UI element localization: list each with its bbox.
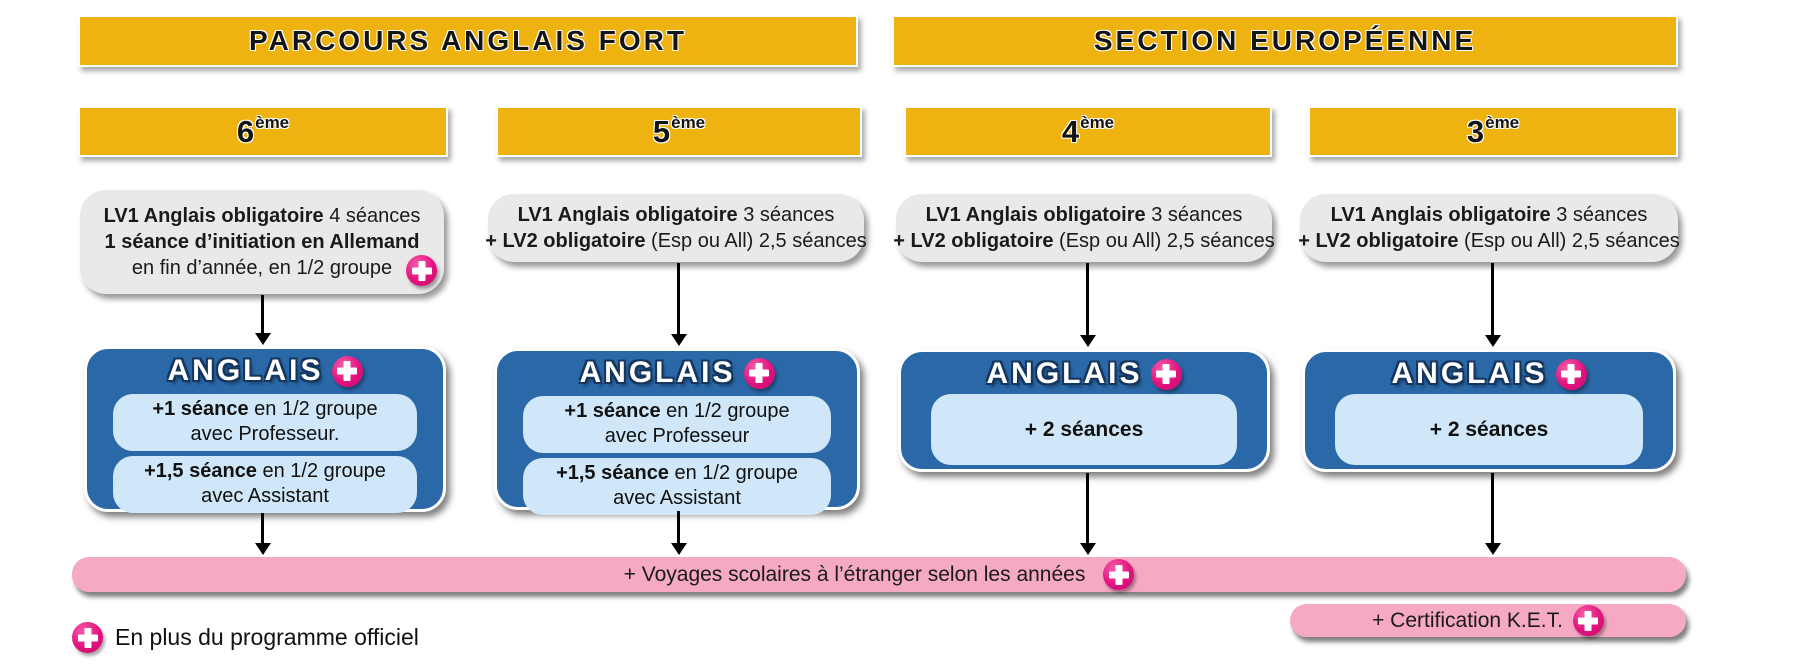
grade-header-3eme: 3ème xyxy=(1308,106,1678,157)
plus-icon xyxy=(1103,559,1135,590)
info-box-6eme: LV1 Anglais obligatoire 4 séances 1 séan… xyxy=(80,190,444,294)
anglais-box-6eme: ANGLAIS +1 séance en 1/2 groupe avec Pro… xyxy=(84,346,446,513)
grade-header-6eme: 6ème xyxy=(78,106,448,157)
info-line: LV1 Anglais obligatoire 4 séances xyxy=(103,205,421,227)
down-arrow xyxy=(1086,263,1089,336)
seance-item: +1,5 séance en 1/2 groupe avec Assistant xyxy=(113,456,417,513)
info-box-3eme: LV1 Anglais obligatoire 3 séances + LV2 … xyxy=(1298,194,1680,262)
down-arrow xyxy=(677,263,680,335)
anglais-title: ANGLAIS xyxy=(901,356,1267,392)
plus-icon xyxy=(743,357,775,389)
info-line: LV1 Anglais obligatoire 3 séances xyxy=(517,204,835,226)
info-box-4eme: LV1 Anglais obligatoire 3 séances + LV2 … xyxy=(893,194,1275,262)
seance-item: + 2 séances xyxy=(1335,394,1643,465)
grade-header-5eme: 5ème xyxy=(496,106,862,157)
anglais-box-4eme: ANGLAIS + 2 séances xyxy=(898,349,1270,472)
anglais-box-5eme: ANGLAIS +1 séance en 1/2 groupe avec Pro… xyxy=(494,348,860,515)
seance-item: +1 séance en 1/2 groupe avec Professeur. xyxy=(113,394,417,451)
info-line: LV1 Anglais obligatoire 3 séances xyxy=(1330,204,1648,226)
ket-bar-label: + Certification K.E.T. xyxy=(1372,608,1563,632)
down-arrow xyxy=(261,513,264,544)
section-header-section-europeenne: SECTION EUROPÉENNE xyxy=(892,15,1678,67)
down-arrow xyxy=(1491,473,1494,544)
info-line: + LV2 obligatoire (Esp ou All) 2,5 séanc… xyxy=(485,230,867,252)
plus-icon xyxy=(72,622,103,653)
anglais-title: ANGLAIS xyxy=(87,353,443,389)
ket-bar: + Certification K.E.T. xyxy=(1290,604,1686,637)
info-line: + LV2 obligatoire (Esp ou All) 2,5 séanc… xyxy=(893,230,1275,252)
seance-item: +1,5 séance en 1/2 groupe avec Assistant xyxy=(523,458,831,515)
grade-header-4eme: 4ème xyxy=(904,106,1272,157)
seance-item: + 2 séances xyxy=(931,394,1237,465)
down-arrow xyxy=(677,511,680,544)
info-box-5eme: LV1 Anglais obligatoire 3 séances + LV2 … xyxy=(485,194,867,262)
legend: En plus du programme officiel xyxy=(72,622,419,653)
section-header-label: SECTION EUROPÉENNE xyxy=(1093,25,1477,56)
grade-label: 3ème xyxy=(1466,113,1520,149)
info-line: en fin d’année, en 1/2 groupe xyxy=(131,257,393,279)
grade-label: 6ème xyxy=(236,113,290,149)
seance-item: +1 séance en 1/2 groupe avec Professeur xyxy=(523,396,831,453)
plus-icon xyxy=(1572,605,1604,636)
down-arrow xyxy=(1086,473,1089,544)
info-line: + LV2 obligatoire (Esp ou All) 2,5 séanc… xyxy=(1298,230,1680,252)
info-line: 1 séance d’initiation en Allemand xyxy=(104,231,420,253)
plus-icon xyxy=(1150,358,1182,390)
plus-icon xyxy=(1555,358,1587,390)
down-arrow xyxy=(1491,263,1494,336)
info-line: LV1 Anglais obligatoire 3 séances xyxy=(925,204,1243,226)
down-arrow xyxy=(261,295,264,334)
anglais-title: ANGLAIS xyxy=(497,355,857,391)
plus-icon xyxy=(406,255,437,286)
section-header-parcours-anglais-fort: PARCOURS ANGLAIS FORT xyxy=(78,15,858,67)
voyages-bar: + Voyages scolaires à l’étranger selon l… xyxy=(72,557,1686,592)
anglais-title: ANGLAIS xyxy=(1305,356,1673,392)
section-header-label: PARCOURS ANGLAIS FORT xyxy=(249,25,687,56)
plus-icon xyxy=(331,355,363,387)
voyages-bar-label: + Voyages scolaires à l’étranger selon l… xyxy=(623,562,1086,586)
anglais-box-3eme: ANGLAIS + 2 séances xyxy=(1302,349,1676,472)
grade-label: 4ème xyxy=(1061,113,1115,149)
grade-label: 5ème xyxy=(652,113,706,149)
legend-label: En plus du programme officiel xyxy=(115,624,419,650)
